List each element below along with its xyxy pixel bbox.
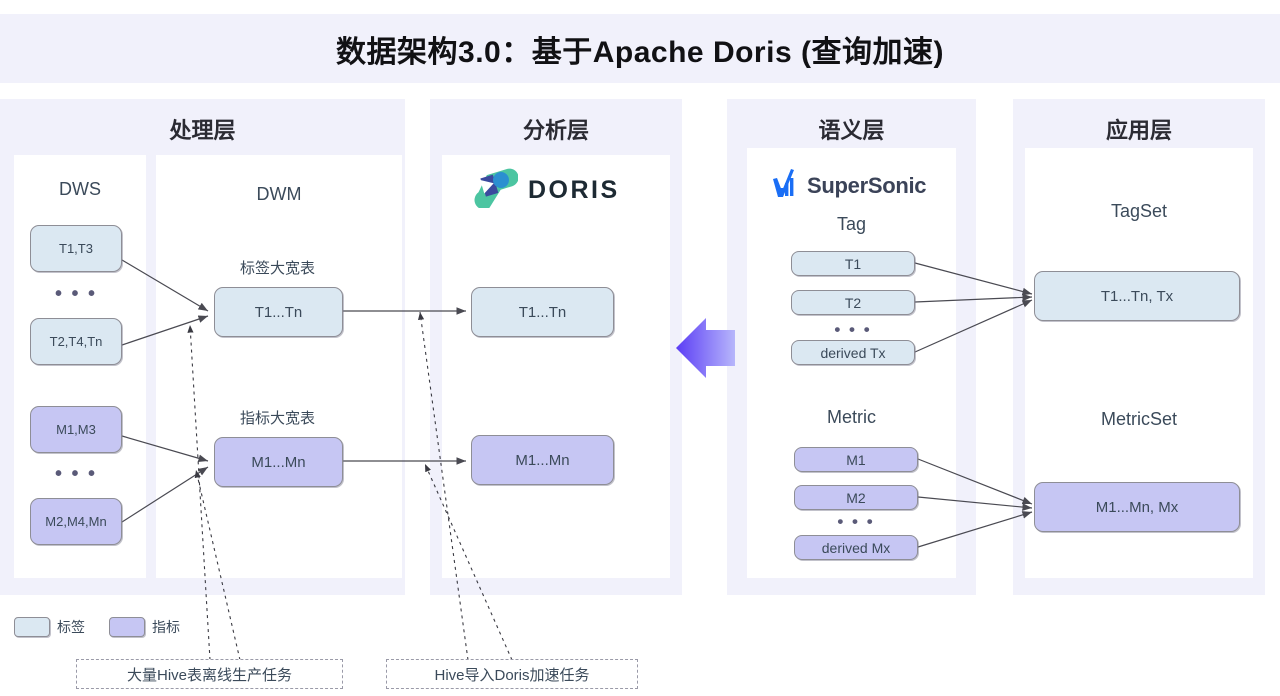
legend-swatch-metric [109,617,145,637]
dwm-tag-table-title: 标签大宽表 [239,260,315,277]
analysis-tag-node[interactable]: T1...Tn [471,287,614,337]
card-dwm [156,155,402,578]
semantic-tag-node-3[interactable]: derived Tx [791,340,915,365]
node-label: T1...Tn [518,303,567,321]
node-label: T2 [844,294,862,311]
node-label: M1 [846,451,866,468]
legend-label-tag: 标签 [57,619,85,635]
supersonic-logo: SuperSonic [760,166,927,205]
layer-title-application: 应用层 [1105,118,1172,143]
semantic-tag-ellipsis: • • • [834,320,872,339]
page-title: 数据架构3.0：基于Apache Doris (查询加速) [336,35,944,69]
legend-item-tag: 标签 [14,617,85,637]
node-label: M1...Mn [515,451,570,469]
dws-tag-ellipsis: • • • [54,283,98,305]
node-label: T1 [844,255,862,272]
dwm-tag-table-node[interactable]: T1...Tn [214,287,343,337]
node-label: M1...Mn [251,453,306,471]
dwm-metric-table-node[interactable]: M1...Mn [214,437,343,487]
semantic-tag-group-title: Tag [836,214,867,234]
node-label: derived Tx [820,344,886,361]
legend-label-metric: 指标 [152,619,180,635]
metricset-node[interactable]: M1...Mn, Mx [1034,482,1240,532]
semantic-tag-node-1[interactable]: T1 [791,251,915,276]
note-box-hive-offline: 大量Hive表离线生产任务 [76,659,343,689]
dws-title: DWS [59,179,101,199]
node-label: T1...Tn [254,303,303,321]
semantic-tag-node-2[interactable]: T2 [791,290,915,315]
semantic-metric-group-title: Metric [827,407,876,427]
supersonic-wordmark: SuperSonic [807,172,927,198]
dws-metric-node-1[interactable]: M1,M3 [30,406,122,453]
layer-title-processing: 处理层 [169,118,236,143]
semantic-metric-node-2[interactable]: M2 [794,485,918,510]
dwm-metric-table-title: 指标大宽表 [239,410,315,427]
tagset-title: TagSet [1110,201,1168,221]
node-label: M2,M4,Mn [45,514,107,529]
node-label: T1...Tn, Tx [1100,287,1174,305]
header-band [0,14,1280,83]
note-text: Hive导入Doris加速任务 [434,666,590,684]
legend-item-metric: 指标 [109,617,180,637]
metricset-title: MetricSet [1100,409,1178,429]
node-label: M1...Mn, Mx [1095,498,1179,516]
layer-title-semantic: 语义层 [818,118,885,143]
semantic-metric-node-1[interactable]: M1 [794,447,918,472]
note-text: 大量Hive表离线生产任务 [126,666,292,684]
node-label: M1,M3 [56,422,96,437]
note-box-hive-to-doris: Hive导入Doris加速任务 [386,659,638,689]
doris-logo: DORIS [474,168,620,213]
dwm-title: DWM [256,184,302,204]
dws-metric-node-2[interactable]: M2,M4,Mn [30,498,122,545]
legend-swatch-tag [14,617,50,637]
analysis-metric-node[interactable]: M1...Mn [471,435,614,485]
doris-mark-icon [474,168,519,213]
supersonic-mark-icon [760,166,800,205]
node-label: T1,T3 [59,241,93,256]
dws-metric-ellipsis: • • • [54,463,98,485]
node-label: derived Mx [821,539,891,556]
layer-title-analysis: 分析层 [522,118,589,143]
semantic-metric-ellipsis: • • • [837,512,875,531]
dws-tag-node-2[interactable]: T2,T4,Tn [30,318,122,365]
semantic-metric-node-3[interactable]: derived Mx [794,535,918,560]
tagset-node[interactable]: T1...Tn, Tx [1034,271,1240,321]
card-analysis [442,155,670,578]
dws-tag-node-1[interactable]: T1,T3 [30,225,122,272]
doris-wordmark: DORIS [528,176,620,204]
node-label: T2,T4,Tn [49,334,103,349]
node-label: M2 [846,489,866,506]
